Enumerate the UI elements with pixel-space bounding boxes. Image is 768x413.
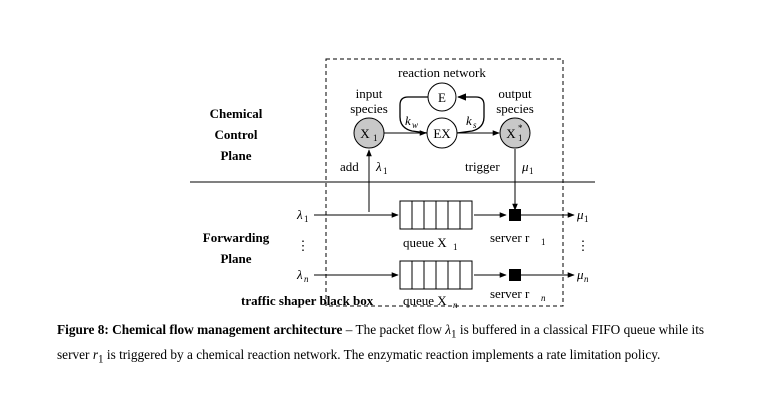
caption-dash: – — [342, 322, 356, 337]
trigger-mu-sub: 1 — [529, 166, 534, 176]
node-output-species-label: X — [506, 126, 516, 141]
flown-lambda-sub: n — [304, 274, 309, 284]
queuen-label: queue X — [403, 293, 447, 308]
caption-r-sub: 1 — [98, 353, 104, 366]
flown-mu-sub: n — [584, 274, 589, 284]
input-vdots: ⋮ — [297, 238, 310, 253]
input-species-label-2: species — [350, 101, 388, 116]
flown-lambda: λ — [296, 267, 303, 282]
output-species-label-2: species — [496, 101, 534, 116]
caption-figure-label: Figure 8: — [57, 322, 109, 337]
server-n — [509, 269, 521, 281]
rate-ks-label: k — [466, 113, 472, 128]
input-species-label-1: input — [356, 86, 383, 101]
server1-label-sub: 1 — [541, 237, 546, 247]
node-enzyme-label: E — [438, 90, 446, 105]
flow1-lambda-sub: 1 — [304, 214, 309, 224]
edge-enzyme-release — [456, 93, 485, 134]
flown-mu: μ — [576, 267, 584, 282]
node-input-species-sub: 1 — [373, 133, 378, 143]
caption-lambda: λ — [445, 322, 452, 337]
server-1 — [509, 209, 521, 221]
control-plane-label-2: Control — [214, 127, 257, 142]
forwarding-plane-label-1: Forwarding — [203, 230, 270, 245]
queue1-label-sub: 1 — [453, 242, 458, 252]
control-plane-label-1: Chemical — [210, 106, 263, 121]
servern-label: server r — [490, 286, 530, 301]
node-output-species — [499, 117, 531, 149]
caption-text-1: The packet flow — [355, 322, 446, 337]
node-output-species-sup: * — [518, 123, 523, 133]
node-output-species-sub: 1 — [518, 133, 523, 143]
flow1-mu-sub: 1 — [584, 214, 589, 224]
forwarding-plane-label-2: Plane — [220, 251, 251, 266]
node-input-species-label: X — [360, 126, 370, 141]
trigger-label: trigger — [465, 159, 500, 174]
server1-label: server r — [490, 230, 530, 245]
output-species-label-1: output — [498, 86, 532, 101]
queue-n — [399, 260, 473, 290]
rate-ks-sub: s — [473, 120, 477, 130]
add-lambda: λ — [375, 159, 382, 174]
caption-r: r — [92, 346, 98, 362]
architecture-diagram: reaction network input species output sp… — [190, 58, 595, 310]
flow1-mu: μ — [576, 207, 584, 222]
output-vdots: ⋮ — [577, 238, 590, 253]
caption-title: Chemical flow management architecture — [112, 322, 343, 337]
add-label: add — [340, 159, 359, 174]
rate-kw-sub: w — [412, 120, 418, 130]
caption-text-3: is triggered by a chemical reaction netw… — [103, 346, 661, 362]
node-complex-label: EX — [433, 126, 451, 141]
control-plane-label-3: Plane — [220, 148, 251, 163]
black-box-label: traffic shaper black box — [241, 293, 374, 308]
queuen-label-sub: n — [453, 300, 458, 310]
add-lambda-sub: 1 — [383, 166, 388, 176]
servern-label-sub: n — [541, 293, 546, 303]
queue-1 — [399, 200, 473, 230]
rate-kw-label: k — [405, 113, 411, 128]
caption-text-2: is buffered in a classical FIFO queue wh… — [57, 322, 705, 362]
reaction-network-title: reaction network — [398, 65, 486, 80]
flow1-lambda: λ — [296, 207, 303, 222]
trigger-mu: μ — [521, 159, 529, 174]
edge-enzyme-bind — [399, 96, 428, 134]
queue1-label: queue X — [403, 235, 447, 250]
figure-caption: Figure 8: Chemical flow management archi… — [57, 320, 729, 369]
caption-lambda-sub: 1 — [451, 328, 457, 341]
